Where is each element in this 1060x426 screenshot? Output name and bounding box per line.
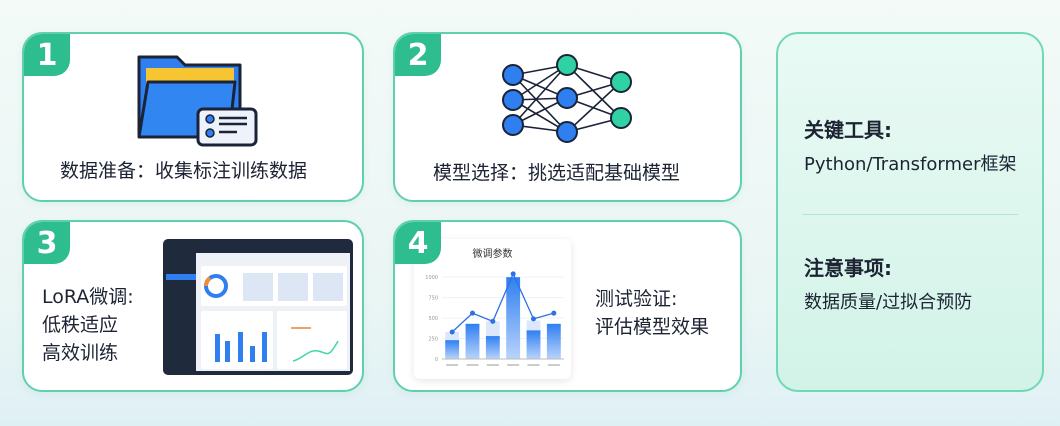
line-point <box>551 310 557 316</box>
x-tick-label <box>486 364 499 366</box>
y-tick-label: 0 <box>435 357 438 363</box>
dashboard-screenshot <box>163 239 353 375</box>
x-tick-label <box>527 364 540 366</box>
notes-title: 注意事项: <box>804 256 892 280</box>
step-card-1: 1 数据准备：收集标注训练数据 <box>22 32 364 202</box>
x-tick-label <box>507 364 520 366</box>
step-badge: 2 <box>395 34 441 76</box>
x-tick-label <box>547 364 560 366</box>
chart-svg: 0 250 500 750 1000 <box>425 271 564 366</box>
line-point <box>510 271 516 277</box>
y-tick-label: 1000 <box>425 275 438 281</box>
step-card-3: 3 LoRA微调: 低秩适应 高效训练 <box>22 220 364 392</box>
step-card-2: 2 模型选择：挑选适配基础模型 <box>393 32 742 202</box>
step-caption-line: 评估模型效果 <box>595 316 710 338</box>
line-point <box>490 318 496 324</box>
info-panel: 关键工具: Python/Transformer框架 注意事项: 数据质量/过拟… <box>776 32 1044 392</box>
y-tick-label: 750 <box>428 296 438 302</box>
x-tick-label <box>466 364 479 366</box>
step-caption-line: LoRA微调: <box>42 286 134 308</box>
step-badge: 1 <box>24 34 70 76</box>
y-tick-label: 250 <box>428 337 438 343</box>
notes-value: 数据质量/过拟合预防 <box>804 292 973 313</box>
folder-document-icon <box>137 55 258 147</box>
bar <box>506 277 521 359</box>
bar <box>526 330 541 359</box>
neural-network-icon <box>502 54 632 143</box>
line-point <box>449 329 455 335</box>
line-point <box>470 310 475 316</box>
chart-panel: 微调参数 0 250 500 750 1000 <box>414 239 571 379</box>
step-card-4: 4 微调参数 0 250 500 750 1000 测试验证: 评估模型效果 <box>393 220 742 392</box>
tools-value: Python/Transformer框架 <box>804 154 1017 175</box>
bar <box>485 336 500 359</box>
divider <box>802 214 1018 215</box>
tools-title: 关键工具: <box>804 118 892 142</box>
line-point <box>531 316 536 322</box>
step-caption-line: 测试验证: <box>595 288 678 310</box>
step-caption-line: 高效训练 <box>42 342 119 364</box>
bar <box>546 323 561 359</box>
bar <box>465 323 480 359</box>
step-caption: 模型选择：挑选适配基础模型 <box>433 162 681 184</box>
step-caption: 数据准备：收集标注训练数据 <box>60 160 308 182</box>
x-tick-label <box>446 364 459 366</box>
step-badge: 4 <box>395 222 441 264</box>
series-line <box>451 272 555 333</box>
step-badge: 3 <box>24 222 70 264</box>
step-caption-line: 低秩适应 <box>42 314 119 336</box>
chart-title: 微调参数 <box>472 249 513 260</box>
y-tick-label: 500 <box>428 316 438 322</box>
bar <box>445 340 460 359</box>
